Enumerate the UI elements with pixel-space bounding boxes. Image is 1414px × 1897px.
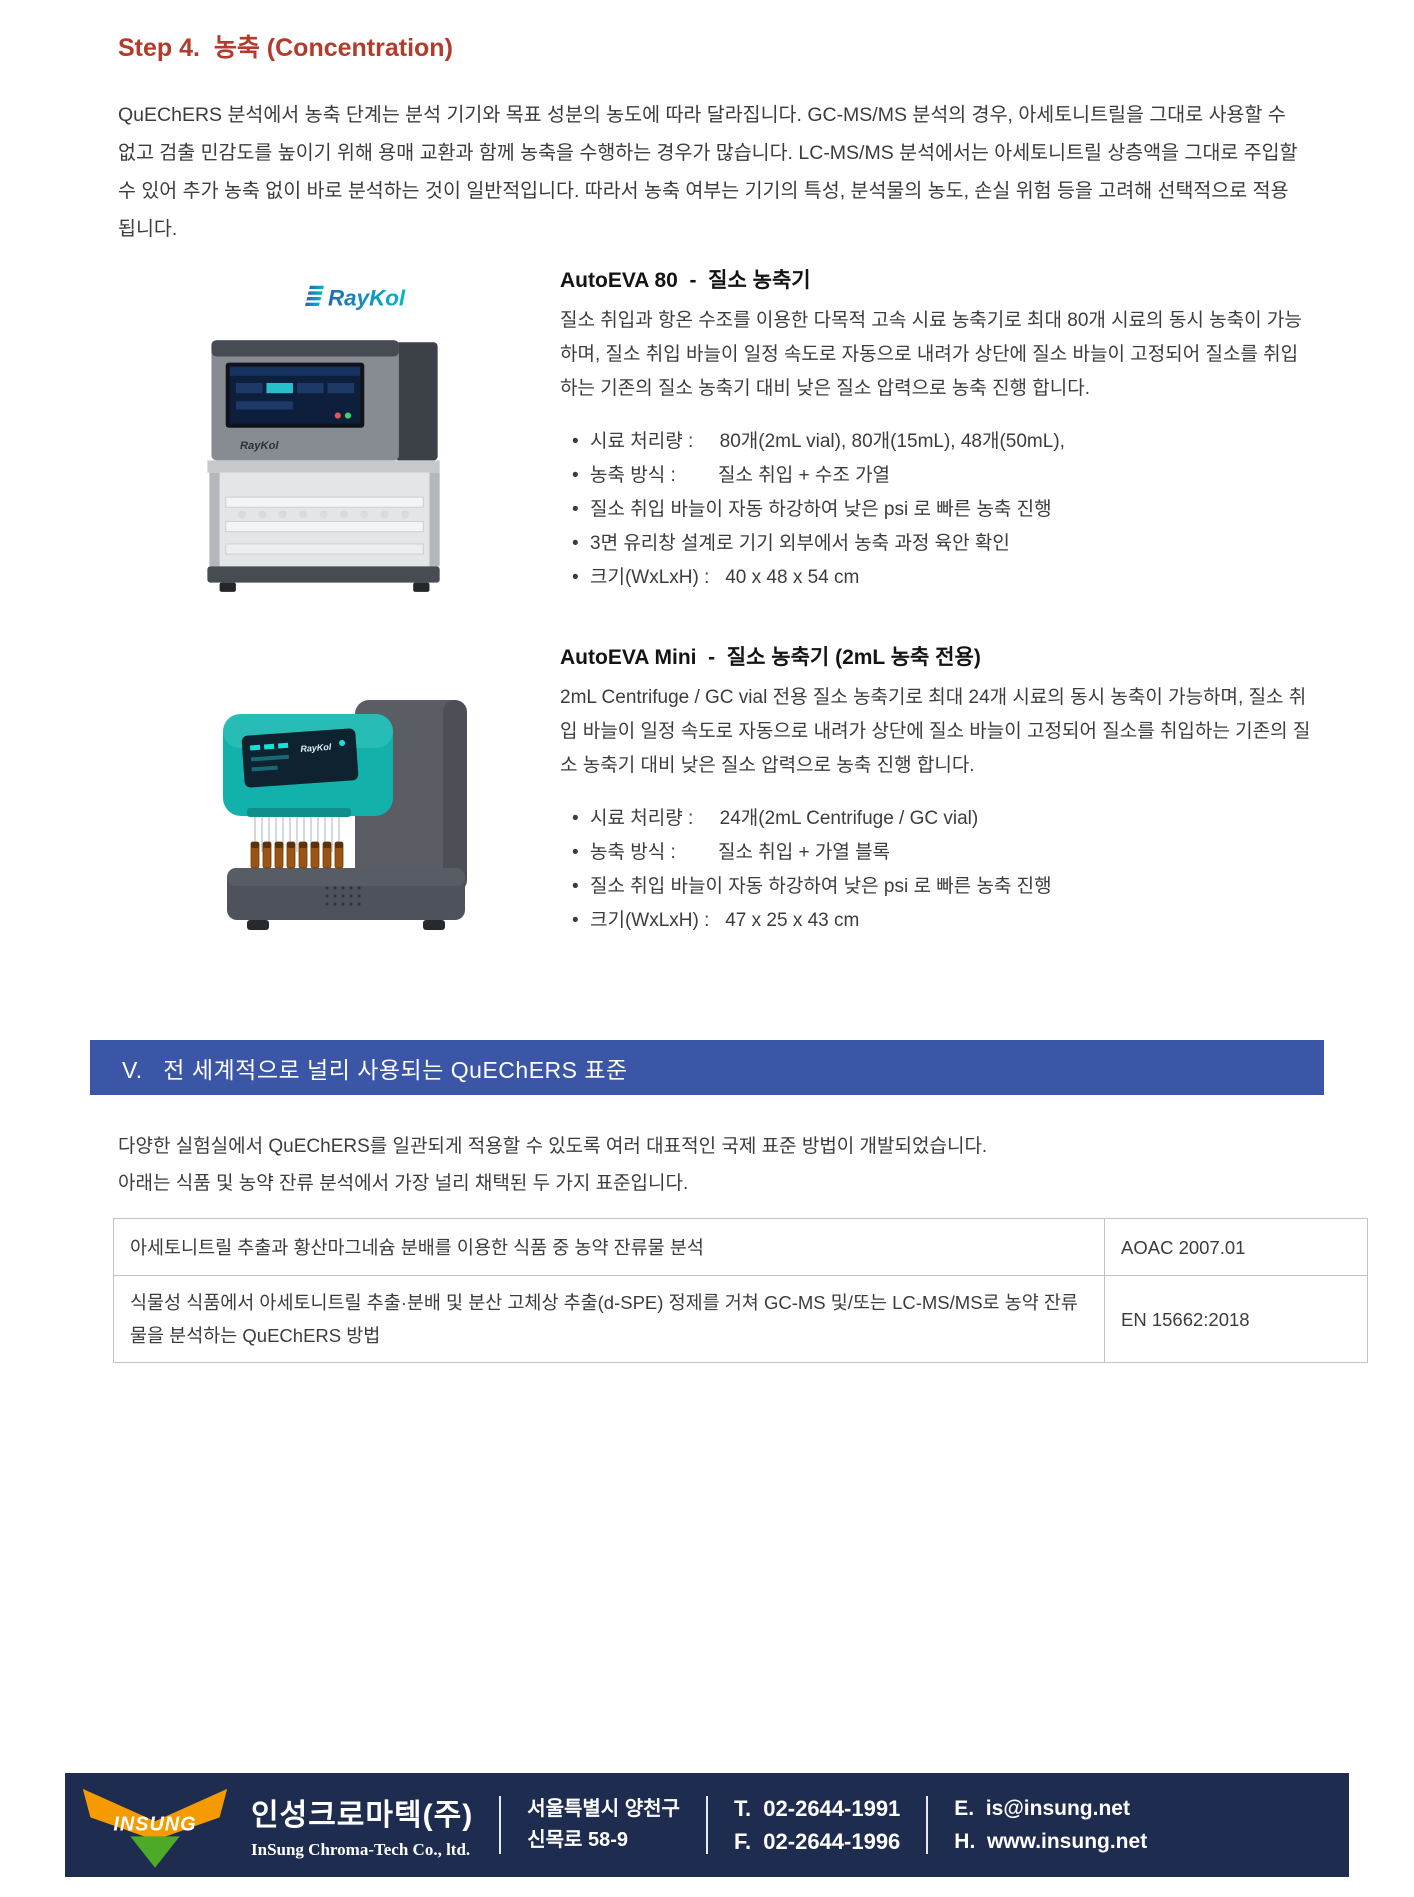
product-title: AutoEVA 80 - 질소 농축기 xyxy=(560,269,811,292)
footer-divider xyxy=(926,1796,929,1854)
insung-logo: INSUNG xyxy=(82,1788,228,1868)
company-name-kr: 인성크로마텍(주) xyxy=(251,1799,474,1832)
standard-code: AOAC 2007.01 xyxy=(1104,1218,1368,1276)
address-line2: 신목로 58-9 xyxy=(527,1829,628,1851)
bullet-item: 시료 처리량 : 80개(2mL vial), 80개(15mL), 48개(5… xyxy=(572,425,1308,459)
product-bullet-list: 시료 처리량 : 80개(2mL vial), 80개(15mL), 48개(5… xyxy=(560,425,1308,595)
product-autoeva-80: AutoEVA 80 - 질소 농축기 질소 취입과 항온 수조를 이용한 다목… xyxy=(560,264,1308,595)
bullet-item: 시료 처리량 : 24개(2mL Centrifuge / GC vial) xyxy=(572,802,1322,836)
intro-paragraph: QuEChERS 분석에서 농축 단계는 분석 기기와 목표 성분의 농도에 따… xyxy=(118,103,1298,240)
homepage-url: H. www.insung.net xyxy=(954,1830,1148,1853)
raykol-logo-text: RayKol xyxy=(328,285,406,310)
table-row: 식물성 식품에서 아세토니트릴 추출·분배 및 분산 고체상 추출(d-SPE)… xyxy=(113,1275,1368,1363)
step-heading: Step 4. 농축 (Concentration) xyxy=(118,34,453,62)
standard-description: 아세토니트릴 추출과 황산마그네슘 분배를 이용한 식품 중 농약 잔류물 분석 xyxy=(113,1218,1105,1276)
tel-number: T. 02-2644-1991 xyxy=(733,1796,901,1821)
bullet-item: 크기(WxLxH) : 47 x 25 x 43 cm xyxy=(572,904,1322,938)
autoeva-80-product-image: RayKol xyxy=(207,340,440,592)
raykol-logo: RayKol xyxy=(305,285,406,310)
standards-table: 아세토니트릴 추출과 황산마그네슘 분배를 이용한 식품 중 농약 잔류물 분석… xyxy=(113,1218,1368,1363)
footer-divider xyxy=(499,1796,502,1854)
product-autoeva-mini: AutoEVA Mini - 질소 농축기 (2mL 농축 전용) 2mL Ce… xyxy=(560,641,1322,938)
product-description: 질소 취입과 항온 수조를 이용한 다목적 고속 시료 농축기로 최대 80개 … xyxy=(560,310,1302,399)
bullet-item: 농축 방식 : 질소 취입 + 수조 가열 xyxy=(572,459,1308,493)
company-name-en: InSung Chroma-Tech Co., ltd. xyxy=(251,1840,471,1859)
table-row: 아세토니트릴 추출과 황산마그네슘 분배를 이용한 식품 중 농약 잔류물 분석… xyxy=(113,1218,1368,1276)
standard-description: 식물성 식품에서 아세토니트릴 추출·분배 및 분산 고체상 추출(d-SPE)… xyxy=(113,1275,1105,1363)
company-block: 인성크로마텍(주) InSung Chroma-Tech Co., ltd. xyxy=(251,1790,473,1860)
footer-divider xyxy=(705,1796,708,1854)
footer-bar: INSUNG 인성크로마텍(주) InSung Chroma-Tech Co.,… xyxy=(65,1773,1349,1877)
standards-paragraph: 다양한 실험실에서 QuEChERS를 일관되게 적용할 수 있도록 여러 대표… xyxy=(118,1128,1268,1202)
phone-block: T. 02-2644-1991 F. 02-2644-1996 xyxy=(734,1792,900,1858)
product-title: AutoEVA Mini - 질소 농축기 (2mL 농축 전용) xyxy=(560,646,981,669)
fax-number: F. 02-2644-1996 xyxy=(733,1829,901,1854)
bullet-item: 크기(WxLxH) : 40 x 48 x 54 cm xyxy=(572,561,1308,595)
contact-block: E. is@insung.net H. www.insung.net xyxy=(954,1792,1147,1858)
device-brand-label: RayKol xyxy=(300,742,332,754)
standard-code: EN 15662:2018 xyxy=(1104,1275,1368,1363)
needle-bar xyxy=(247,808,351,817)
bullet-item: 질소 취입 바늘이 자동 하강하여 낮은 psi 로 빠른 농축 진행 xyxy=(572,493,1308,527)
device-screen: RayKol xyxy=(241,728,359,788)
standards-paragraph-line1: 다양한 실험실에서 QuEChERS를 일관되게 적용할 수 있도록 여러 대표… xyxy=(118,1136,988,1157)
device-brand-label: RayKol xyxy=(240,440,279,452)
product-description: 2mL Centrifuge / GC vial 전용 질소 농축기로 최대 2… xyxy=(560,687,1311,776)
email-address: E. is@insung.net xyxy=(954,1797,1130,1820)
section-v-banner: V. 전 세계적으로 널리 사용되는 QuEChERS 표준 xyxy=(90,1040,1324,1095)
device-screen xyxy=(225,362,365,428)
standards-paragraph-line2: 아래는 식품 및 농약 잔류 분석에서 가장 널리 채택된 두 가지 표준입니다… xyxy=(118,1173,689,1194)
raykol-bars-icon xyxy=(305,285,325,306)
sample-rack xyxy=(225,496,424,555)
bullet-item: 3면 유리창 설계로 기기 외부에서 농축 과정 육안 확인 xyxy=(572,527,1308,561)
address-block: 서울특별시 양천구 신목로 58-9 xyxy=(527,1794,680,1856)
vent-grid xyxy=(325,886,361,906)
bullet-item: 농축 방식 : 질소 취입 + 가열 블록 xyxy=(572,836,1322,870)
address-line1: 서울특별시 양천구 xyxy=(527,1798,680,1820)
bullet-item: 질소 취입 바늘이 자동 하강하여 낮은 psi 로 빠른 농축 진행 xyxy=(572,870,1322,904)
product-bullet-list: 시료 처리량 : 24개(2mL Centrifuge / GC vial) 농… xyxy=(560,802,1322,938)
insung-logo-text: INSUNG xyxy=(113,1814,196,1836)
sample-vials xyxy=(250,841,344,869)
autoeva-mini-product-image: RayKol xyxy=(223,700,467,930)
